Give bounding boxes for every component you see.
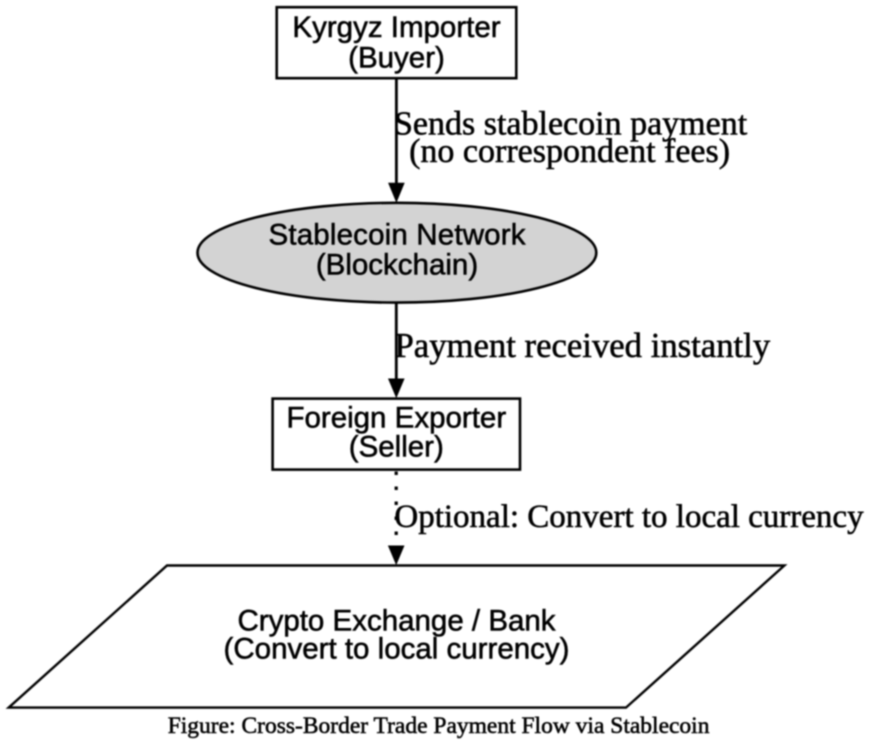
svg-text:(Seller): (Seller) [349, 431, 444, 464]
svg-text:(Buyer): (Buyer) [348, 41, 445, 74]
svg-text:(no correspondent fees): (no correspondent fees) [409, 133, 730, 170]
svg-text:Sends stablecoin payment: Sends stablecoin payment [394, 106, 748, 143]
svg-text:Payment received instantly: Payment received instantly [395, 326, 771, 365]
svg-text:Crypto Exchange / Bank: Crypto Exchange / Bank [237, 605, 555, 638]
svg-text:Figure: Cross-Border Trade Pay: Figure: Cross-Border Trade Payment Flow … [168, 713, 710, 739]
svg-text:(Blockchain): (Blockchain) [316, 249, 478, 282]
svg-text:Optional: Convert to local cur: Optional: Convert to local currency [394, 499, 864, 535]
svg-text:Kyrgyz Importer: Kyrgyz Importer [292, 11, 500, 44]
svg-text:(Convert to local currency): (Convert to local currency) [224, 633, 570, 666]
svg-text:Stablecoin Network: Stablecoin Network [269, 219, 526, 252]
svg-text:Foreign Exporter: Foreign Exporter [286, 402, 506, 435]
